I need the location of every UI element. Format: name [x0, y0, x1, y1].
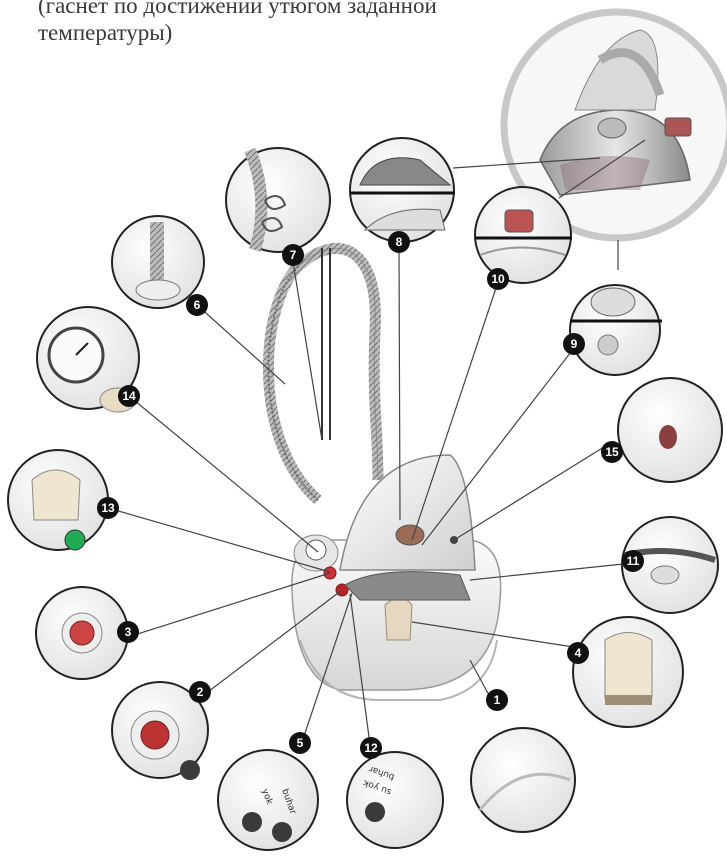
- callout-6-label: 6: [194, 298, 201, 312]
- callout-8: 8: [388, 231, 410, 253]
- callout-4-label: 4: [575, 646, 582, 660]
- callout-7: 7: [282, 244, 304, 266]
- callout-14: 14: [118, 385, 140, 407]
- callout-4: 4: [567, 642, 589, 664]
- callout-10: 10: [487, 268, 509, 290]
- detail-valve-cap: [573, 617, 683, 727]
- callout-3-label: 3: [125, 625, 132, 639]
- callout-7-label: 7: [290, 248, 297, 262]
- base-station: [292, 455, 501, 700]
- detail-iron-top: [350, 138, 455, 242]
- callout-14-label: 14: [122, 389, 136, 403]
- callout-6: 6: [186, 294, 208, 316]
- callout-13: 13: [97, 497, 119, 519]
- callout-9-label: 9: [571, 337, 578, 351]
- callout-5-label: 5: [297, 736, 304, 750]
- detail-iron-switch: [475, 187, 572, 283]
- detail-hose-coil: [226, 148, 330, 252]
- callout-2: 2: [189, 681, 211, 703]
- callout-12-label: 12: [364, 741, 378, 755]
- callout-12: 12: [360, 737, 382, 759]
- detail-hose-connector: [112, 216, 204, 308]
- callout-1-label: 1: [494, 693, 501, 707]
- detail-iron-dial: [570, 285, 662, 375]
- callout-2-label: 2: [197, 685, 204, 699]
- callout-11: 11: [622, 550, 644, 572]
- detail-steam-indicator: yok buhar: [218, 750, 318, 850]
- detail-power-button: [36, 587, 128, 679]
- detail-indicator: [618, 378, 722, 482]
- steam-hose: [268, 248, 378, 500]
- callout-10-label: 10: [491, 272, 505, 286]
- callout-8-label: 8: [396, 235, 403, 249]
- callout-13-label: 13: [101, 501, 115, 515]
- detail-knob: [8, 450, 108, 550]
- detail-base-body: [471, 728, 575, 832]
- callout-3: 3: [117, 621, 139, 643]
- callout-11-label: 11: [627, 554, 640, 568]
- detail-water-indicator: su yok buhar: [347, 752, 443, 848]
- callout-5: 5: [289, 732, 311, 754]
- callout-1: 1: [486, 689, 508, 711]
- callout-9: 9: [563, 333, 585, 355]
- callout-15: 15: [601, 441, 623, 463]
- callout-15-label: 15: [605, 445, 619, 459]
